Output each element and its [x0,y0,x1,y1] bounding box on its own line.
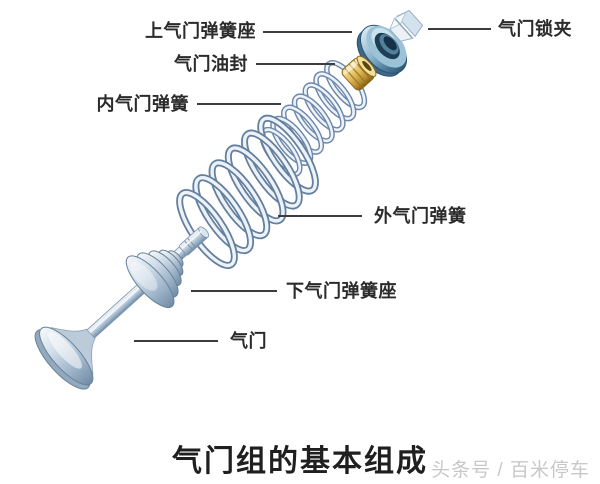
label-valve: 气门 [230,331,267,351]
outer-valve-spring-illustration [176,114,319,269]
watermark-text: 头条号 / 百米停车 [431,460,590,481]
label-outer-valve-spring: 外气门弹簧 [374,206,467,226]
valve-stem-tip-illustration [178,226,210,256]
label-lower-spring-seat: 下气门弹簧座 [286,281,397,301]
label-valve-oil-seal: 气门油封 [174,54,248,74]
label-inner-valve-spring: 内气门弹簧 [96,94,189,114]
oil-seal-illustration [341,55,377,91]
label-upper-spring-seat: 上气门弹簧座 [145,21,256,41]
diagram-title: 气门组的基本组成 [172,445,428,478]
label-valve-lock-clip: 气门锁夹 [498,19,572,39]
lower-spring-seat-illustration [125,249,184,309]
lock-clip-illustration [389,9,424,42]
